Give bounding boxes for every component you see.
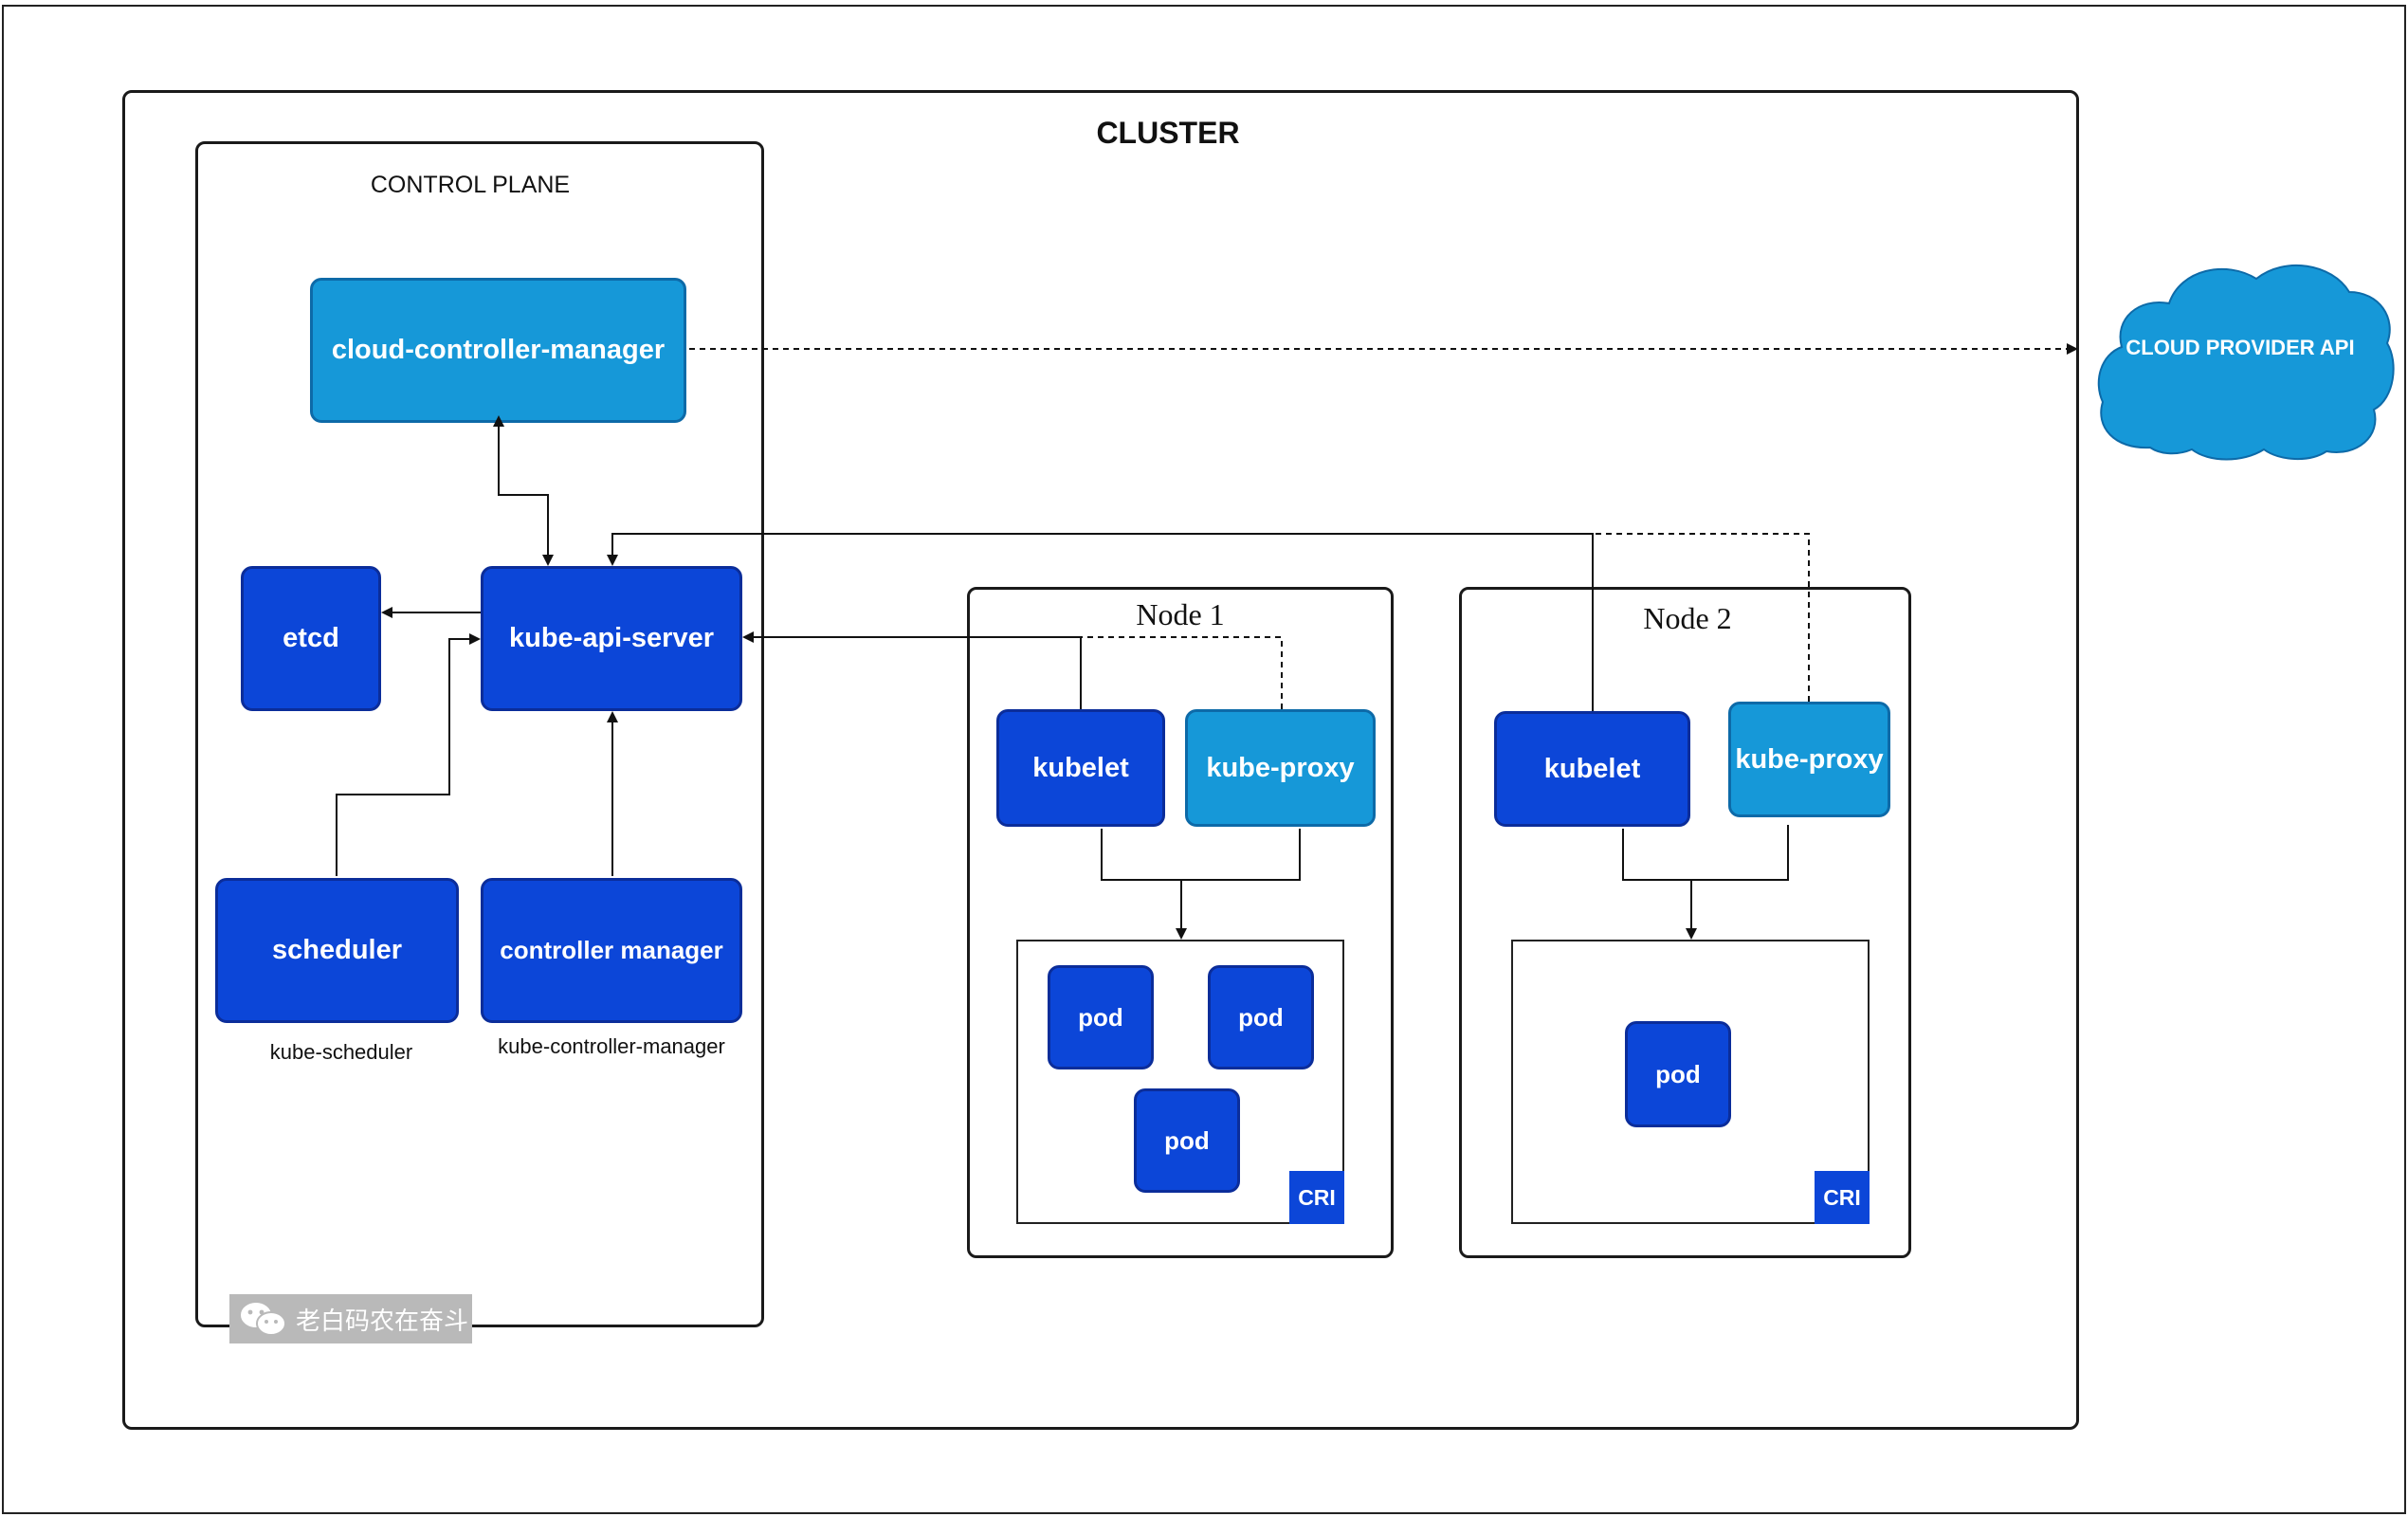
pod-label: pod <box>1238 1002 1284 1032</box>
controller-manager-block[interactable]: controller manager <box>481 878 742 1023</box>
controller-manager-label: controller manager <box>500 936 723 964</box>
pod-label: pod <box>1164 1125 1210 1155</box>
node-2-kube-proxy-label: kube-proxy <box>1735 743 1884 775</box>
scheduler-label: scheduler <box>272 935 402 965</box>
ccm-api-connector <box>493 415 554 566</box>
node-1-pod-1[interactable]: pod <box>1048 965 1154 1069</box>
node-2-kube-proxy-block[interactable]: kube-proxy <box>1728 702 1890 817</box>
etcd-label: etcd <box>283 623 339 653</box>
cloud-provider-api[interactable]: CLOUD PROVIDER API <box>2093 248 2397 462</box>
cloud-icon <box>2097 264 2395 461</box>
node-1-kubelet-block[interactable]: kubelet <box>996 709 1165 827</box>
node-1-pod-2[interactable]: pod <box>1208 965 1314 1069</box>
node-1-title: Node 1 <box>1136 596 1225 631</box>
node-2-kubelet-block[interactable]: kubelet <box>1494 711 1690 827</box>
node-1-kube-proxy-label: kube-proxy <box>1206 752 1355 783</box>
node-2-cri-badge: CRI <box>1815 1171 1870 1224</box>
node-2-title: Node 2 <box>1643 600 1732 635</box>
cloud-controller-manager-label: cloud-controller-manager <box>331 335 666 365</box>
node-1-to-pods-connector <box>1101 829 1301 938</box>
cluster-box <box>122 90 2079 1430</box>
kube-api-server-block[interactable]: kube-api-server <box>481 566 742 711</box>
node-1-cri-badge: CRI <box>1289 1171 1344 1224</box>
node-2-pod-1[interactable]: pod <box>1625 1021 1731 1127</box>
scheduler-block[interactable]: scheduler <box>215 878 459 1023</box>
pod-label: pod <box>1655 1059 1701 1088</box>
watermark-text: 老白码农在奋斗 <box>296 1306 469 1335</box>
node-2-box <box>1459 587 1911 1258</box>
canvas-frame <box>2 5 2406 1514</box>
cluster-title: CLUSTER <box>1096 115 1240 150</box>
controller-manager-caption: kube-controller-manager <box>498 1034 725 1058</box>
kube-api-server-label: kube-api-server <box>509 623 714 653</box>
wechat-icon <box>239 1301 286 1336</box>
cloud-provider-label: CLOUD PROVIDER API <box>2125 336 2354 359</box>
node-1-kubelet-label: kubelet <box>1032 752 1129 783</box>
node-1-kubelet-to-api-connector <box>742 631 1082 709</box>
etcd-block[interactable]: etcd <box>241 566 381 711</box>
node-2-kubelet-to-api-connector <box>607 533 1594 711</box>
node-2-to-pods-connector <box>1622 825 1789 938</box>
scheduler-to-api-connector <box>336 633 481 876</box>
node-1-kube-proxy-block[interactable]: kube-proxy <box>1185 709 1376 827</box>
pod-label: pod <box>1078 1002 1123 1032</box>
node-2-kubelet-label: kubelet <box>1543 753 1641 784</box>
watermark: 老白码农在奋斗 <box>229 1294 472 1343</box>
scheduler-caption: kube-scheduler <box>269 1040 413 1064</box>
node-1-box <box>967 587 1394 1258</box>
control-plane-title: CONTROL PLANE <box>370 171 571 198</box>
node-1-proxy-to-api-connector <box>1081 636 1283 709</box>
node-2-proxy-to-api-connector <box>1593 533 1810 702</box>
control-plane-box <box>195 141 764 1327</box>
node-1-pod-3[interactable]: pod <box>1134 1088 1240 1193</box>
